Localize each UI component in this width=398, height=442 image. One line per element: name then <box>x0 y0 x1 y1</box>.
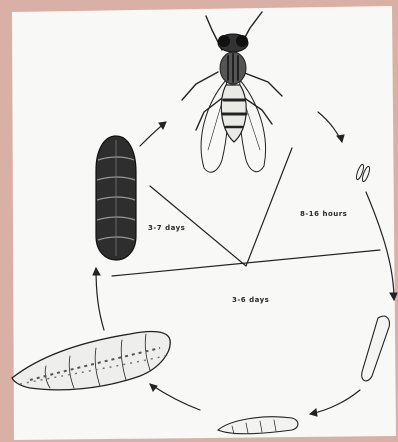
pupa-illustration <box>96 136 136 260</box>
larva-duration-label: 3-6 days <box>232 296 269 304</box>
pupa-duration-label: 3-7 days <box>148 224 185 232</box>
egg-duration-label: 8-16 hours <box>300 210 347 218</box>
